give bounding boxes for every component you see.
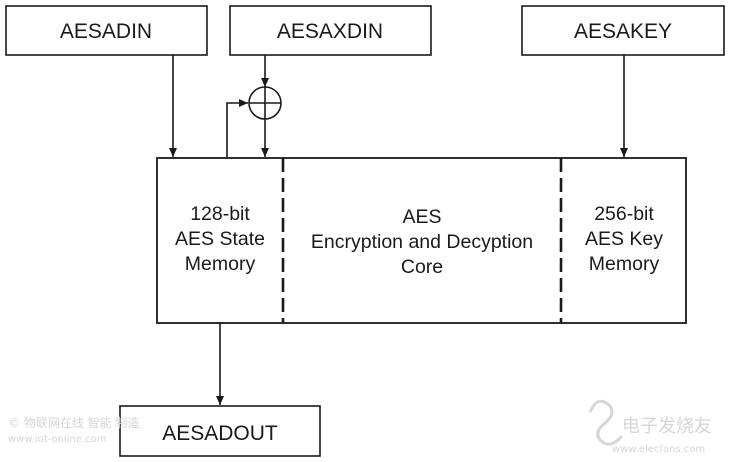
state-memory-line-3: Memory bbox=[185, 253, 256, 275]
aesadout-label: AESADOUT bbox=[162, 422, 278, 445]
key-memory-line-3: Memory bbox=[589, 253, 660, 275]
xor-icon bbox=[248, 86, 282, 120]
key-memory-line-2: AES Key bbox=[585, 228, 663, 250]
aesaxdin-label: AESAXDIN bbox=[277, 20, 383, 43]
state-memory-line-1: 128-bit bbox=[190, 203, 250, 225]
aesadin-box: AESADIN bbox=[5, 5, 208, 56]
aesadout-box: AESADOUT bbox=[119, 405, 321, 457]
core-section: AES Encryption and Decyption Core bbox=[311, 206, 533, 278]
aesaxdin-box: AESAXDIN bbox=[229, 5, 432, 56]
watermark-left-url: www.iot-online.com bbox=[8, 434, 106, 445]
core-line-2: Encryption and Decyption bbox=[311, 231, 533, 253]
aesadin-label: AESADIN bbox=[60, 20, 152, 43]
key-memory-section: 256-bit AES Key Memory bbox=[585, 203, 663, 275]
aes-core-block bbox=[156, 157, 687, 324]
watermark-right: 电子发烧友 bbox=[622, 416, 712, 437]
state-memory-section: 128-bit AES State Memory bbox=[175, 203, 265, 275]
core-line-3: Core bbox=[401, 256, 443, 278]
state-memory-line-2: AES State bbox=[175, 228, 265, 250]
key-memory-line-1: 256-bit bbox=[594, 203, 654, 225]
aesakey-label: AESAKEY bbox=[574, 20, 672, 43]
core-line-1: AES bbox=[402, 206, 441, 228]
aesakey-box: AESAKEY bbox=[521, 5, 725, 56]
watermark-right-url: www.elecfans.com bbox=[612, 444, 705, 455]
elecfans-logo-icon bbox=[588, 399, 624, 446]
state-feedback-arrow bbox=[226, 99, 248, 157]
watermark-left: © 物联网在线 智能 制造 bbox=[8, 415, 139, 430]
